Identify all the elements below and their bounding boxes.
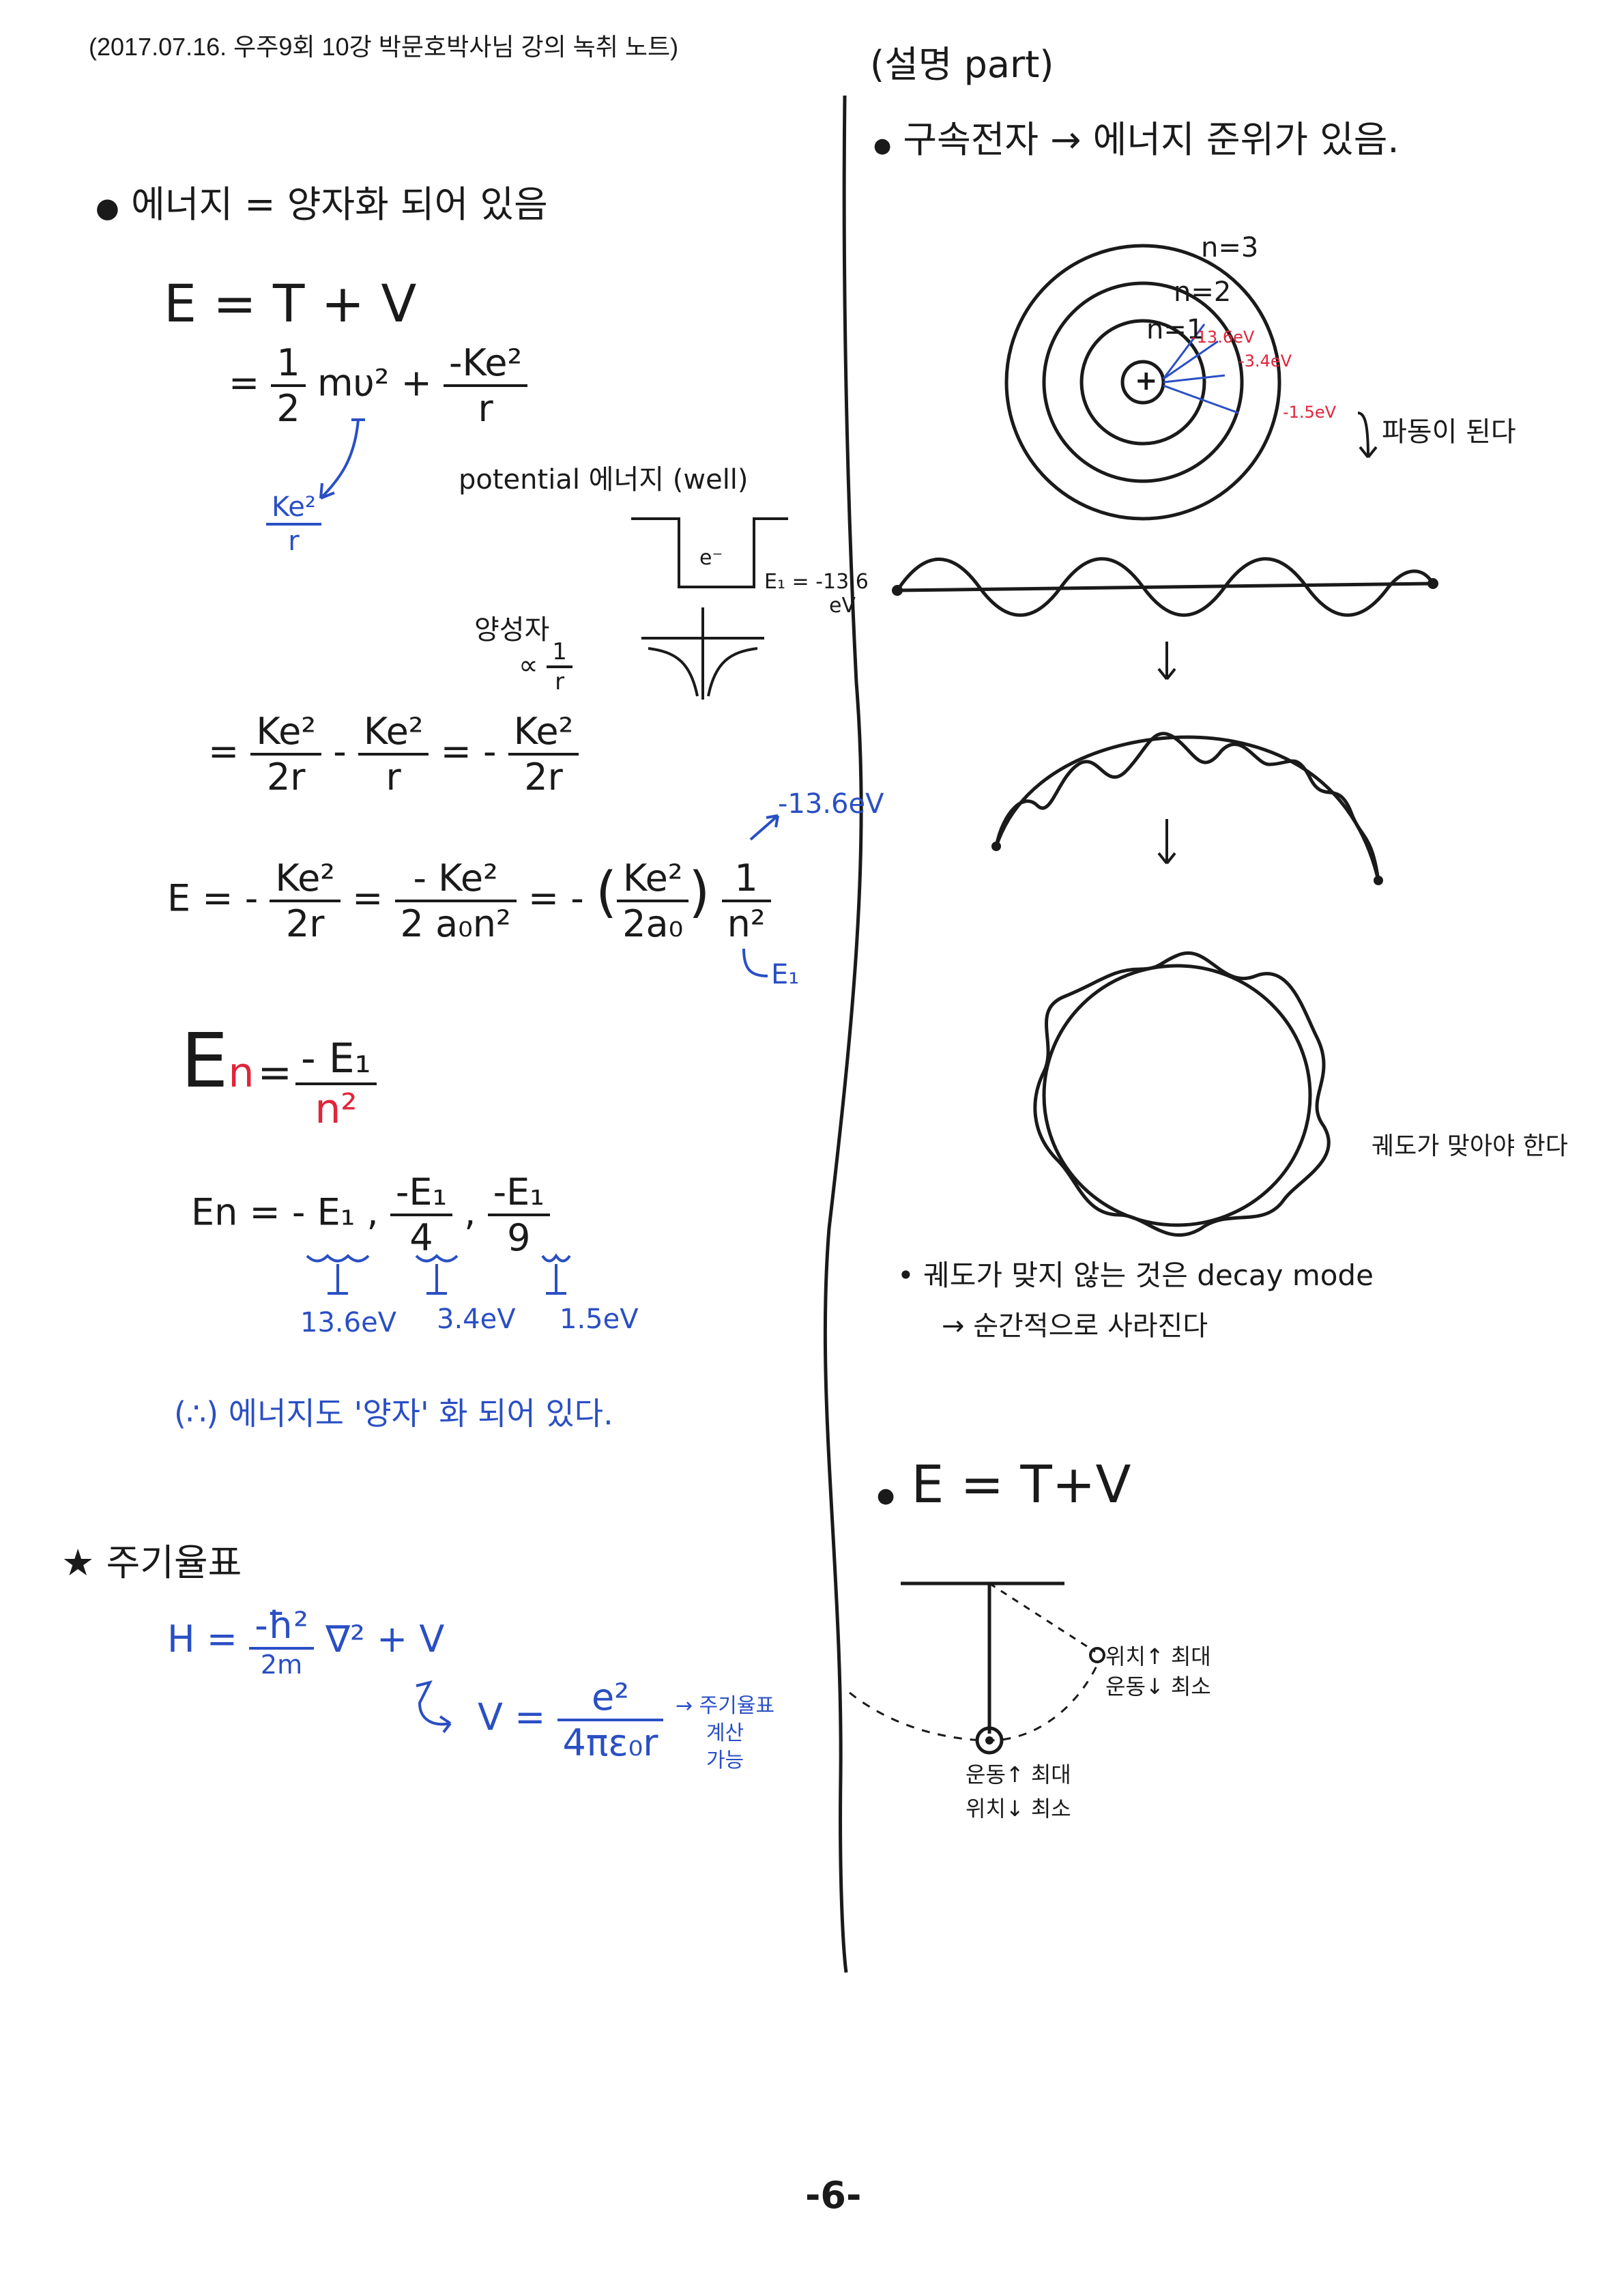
- star-icon: ★: [61, 1541, 95, 1584]
- potential-well-label: potential 에너지 (well): [459, 464, 749, 496]
- potential-well-sketch: [631, 517, 788, 588]
- bullet-bound-electron: ● 구속전자 → 에너지 준위가 있음.: [873, 118, 1400, 161]
- level-energy-3-4: -3.4eV: [1238, 351, 1292, 371]
- pendulum-bottom-note: 운동↑ 최대 위치↓ 최소: [966, 1762, 1071, 1822]
- proportional-label: 양성자: [474, 614, 550, 646]
- arrow-mv2-to-ke2: [319, 418, 365, 500]
- pendulum-sketch: [849, 1581, 1105, 1755]
- level-n1: n=1: [1146, 314, 1204, 345]
- nucleus-plus: +: [1135, 365, 1158, 397]
- explanation-title: (설명 part): [870, 43, 1054, 86]
- decay-note-2: → 순간적으로 사라진다: [942, 1310, 1208, 1342]
- wave-note: 파동이 된다: [1382, 416, 1516, 448]
- down-arrow-2: [1157, 819, 1176, 865]
- curved-wave: [991, 732, 1383, 885]
- pendulum-top-note: 위치↑ 최대 운동↓ 최소: [1105, 1644, 1211, 1699]
- level-n3: n=3: [1201, 232, 1259, 263]
- periodic-calc-note: → 주기율표 계산 가능: [676, 1694, 775, 1773]
- well-ev-unit: eV: [829, 594, 856, 618]
- value-1-5ev: 1.5eV: [560, 1304, 639, 1335]
- decay-note: • 궤도가 맞지 않는 것은 decay mode: [897, 1259, 1374, 1292]
- energy-value-arrows: [306, 1253, 571, 1295]
- source-header: (2017.07.16. 우주9회 10강 박문호박사님 강의 녹취 노트): [89, 33, 679, 61]
- arrow-to-e1: [742, 948, 768, 977]
- level-energy-1-5: -1.5eV: [1283, 403, 1337, 422]
- down-arrow-1: [1157, 642, 1176, 680]
- note-minus-13-6ev: -13.6eV: [778, 788, 884, 820]
- atom-energy-levels: [1004, 244, 1281, 521]
- coulomb-potential-sketch: [641, 607, 764, 700]
- well-electron: e⁻: [699, 546, 723, 570]
- periodic-table-heading: ★ 주기율표: [61, 1541, 242, 1584]
- bullet-energy: ● 에너지 = 양자화 되어 있음: [96, 183, 548, 226]
- value-3-4ev: 3.4eV: [437, 1304, 516, 1335]
- arrow-wave: [1357, 412, 1378, 459]
- standing-wave-string: [892, 557, 1438, 617]
- arrow-to-minus-13-6: [749, 814, 779, 841]
- value-13-6ev: 13.6eV: [300, 1307, 397, 1338]
- equation-e-t-v-right: ● E = T+V: [877, 1454, 1131, 1515]
- arrow-v-substitution: [416, 1680, 452, 1734]
- well-e1-value: E₁ = -13.6: [764, 570, 869, 594]
- orbit-standing-wave: [1033, 951, 1331, 1237]
- equation-e-t-v: E = T + V: [164, 273, 417, 334]
- orbit-note: 궤도가 맞아야 한다: [1372, 1132, 1568, 1160]
- conclusion-quantized: (∴) 에너지도 '양자' 화 되어 있다.: [174, 1395, 613, 1432]
- level-energy-13-6: -13.6eV: [1191, 328, 1255, 347]
- page-number: -6-: [805, 2174, 862, 2217]
- level-n2: n=2: [1174, 276, 1232, 308]
- note-e1: E₁: [771, 959, 800, 990]
